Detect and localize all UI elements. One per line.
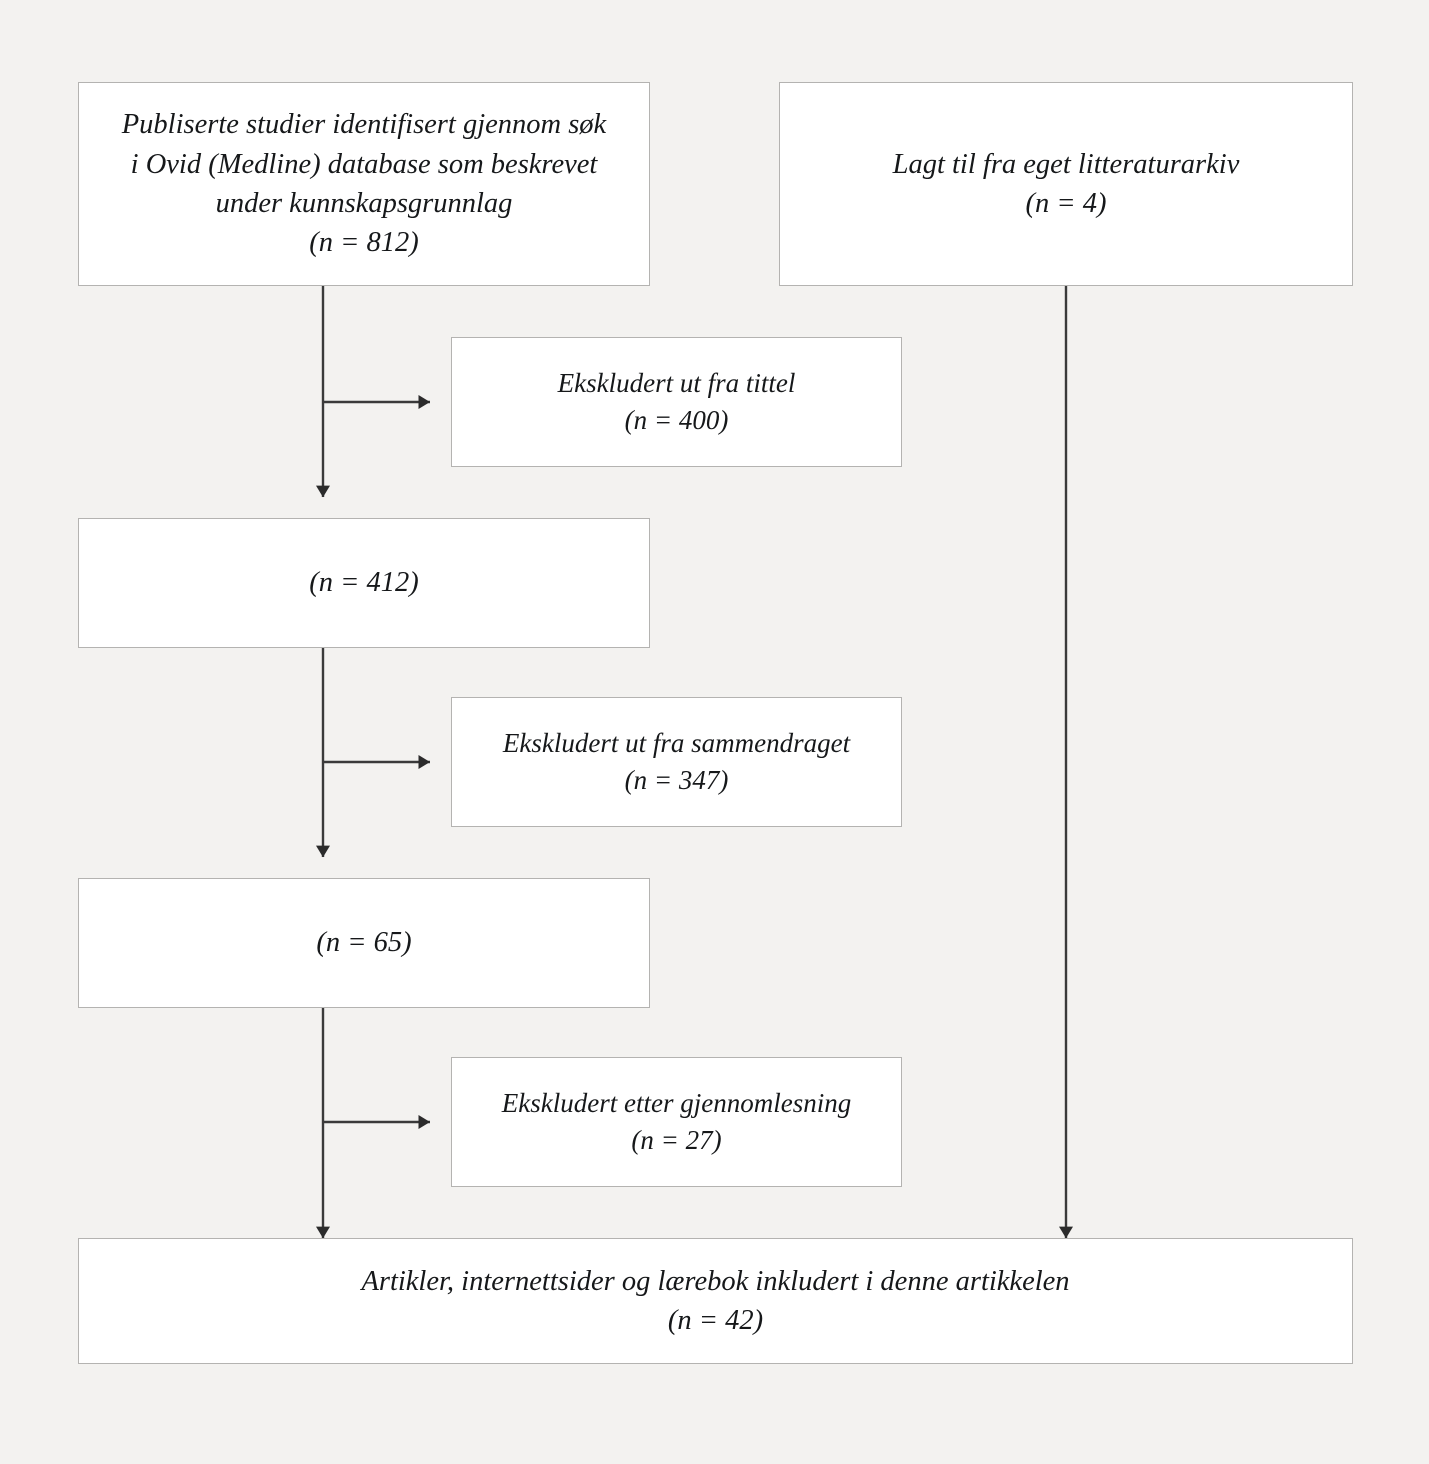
box-studies-identified: Publiserte studier identifisert gjennom … bbox=[78, 82, 650, 286]
box-excluded-by-abstract: Ekskludert ut fra sammendraget (n = 347) bbox=[451, 697, 902, 827]
box-included-in-article-count: (n = 42) bbox=[667, 1305, 764, 1336]
box-studies-identified-line-3: under kunnskapsgrunnlag bbox=[215, 188, 513, 219]
box-included-in-article-line-1: Artikler, internettsider og lærebok inkl… bbox=[361, 1265, 1070, 1297]
box-added-from-own-archive-count: (n = 4) bbox=[1025, 188, 1107, 219]
box-excluded-after-full-read: Ekskludert etter gjennomlesning (n = 27) bbox=[451, 1057, 902, 1187]
box-remaining-after-title-screening: (n = 412) bbox=[78, 518, 650, 648]
box-included-in-article: Artikler, internettsider og lærebok inkl… bbox=[78, 1238, 1353, 1364]
box-studies-identified-line-2: i Ovid (Medline) database som beskrevet bbox=[130, 148, 598, 180]
box-excluded-by-title: Ekskludert ut fra tittel (n = 400) bbox=[451, 337, 902, 467]
box-excluded-after-full-read-line-1: Ekskludert etter gjennomlesning bbox=[501, 1087, 852, 1118]
box-added-from-own-archive-line-1: Lagt til fra eget litteraturarkiv bbox=[892, 148, 1240, 180]
box-remaining-after-abstract-screening: (n = 65) bbox=[78, 878, 650, 1008]
box-studies-identified-line-1: Publiserte studier identifisert gjennom … bbox=[121, 109, 607, 141]
box-excluded-after-full-read-count: (n = 27) bbox=[631, 1125, 722, 1155]
box-remaining-after-abstract-screening-count: (n = 65) bbox=[316, 927, 412, 959]
box-excluded-by-abstract-line-1: Ekskludert ut fra sammendraget bbox=[502, 727, 851, 758]
box-excluded-by-abstract-count: (n = 347) bbox=[624, 765, 729, 795]
box-remaining-after-title-screening-count: (n = 412) bbox=[309, 567, 419, 599]
box-added-from-own-archive: Lagt til fra eget litteraturarkiv (n = 4… bbox=[779, 82, 1353, 286]
box-excluded-by-title-count: (n = 400) bbox=[624, 405, 729, 435]
box-studies-identified-count: (n = 812) bbox=[309, 227, 419, 259]
box-excluded-by-title-line-1: Ekskludert ut fra tittel bbox=[557, 367, 796, 398]
